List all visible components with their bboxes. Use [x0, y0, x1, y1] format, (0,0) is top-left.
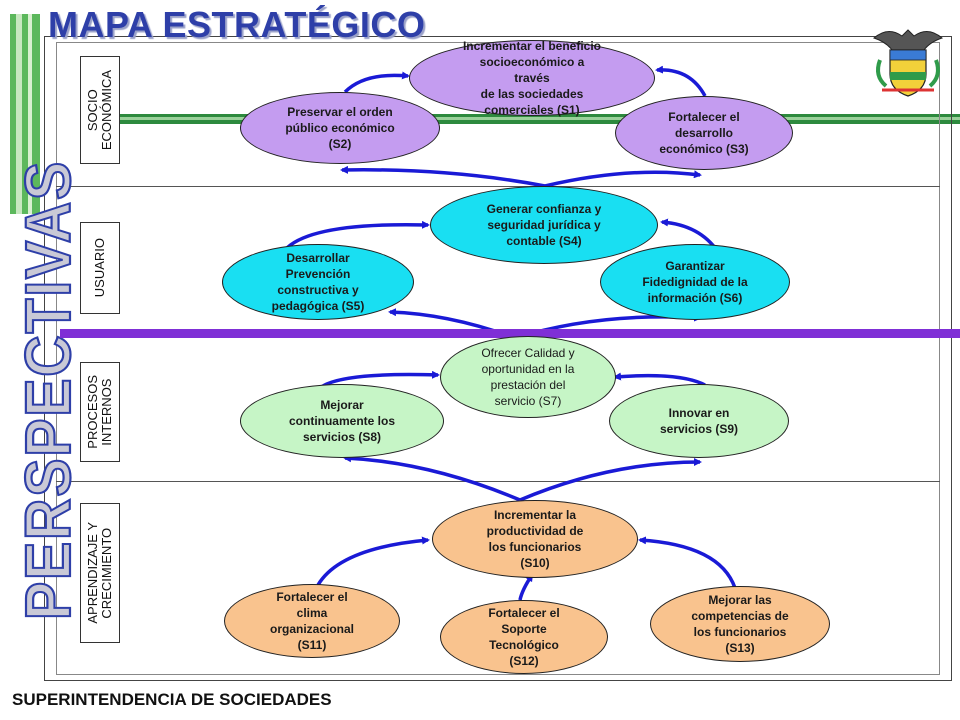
perspective-label-usuario: USUARIO	[80, 222, 120, 314]
objective-s3[interactable]: Fortalecer el desarrollo económico (S3)	[615, 96, 793, 170]
objective-s2-label: Preservar el orden público económico (S2…	[285, 105, 395, 151]
objective-s9-label: Innovar en servicios (S9)	[659, 406, 739, 436]
footer-organization: SUPERINTENDENCIA DE SOCIEDADES	[12, 690, 332, 709]
objective-s5[interactable]: Desarrollar Prevención constructiva y pe…	[222, 244, 414, 320]
objective-s11[interactable]: Fortalecer el clima organizacional (S11)	[224, 584, 400, 658]
perspectivas-text: PERSPECTIVAS	[20, 160, 80, 620]
objective-s8-label: Mejorar continuamente los servicios (S8)	[288, 398, 395, 444]
diagram-frame	[44, 36, 952, 681]
arrow-s4-to-s2	[340, 165, 546, 188]
arrow-s9-to-s7	[613, 372, 706, 387]
arrow-s10-to-s8	[343, 454, 521, 502]
green-band-stripe	[120, 114, 960, 124]
arrow-s5-to-s4	[283, 220, 430, 252]
objective-s6-label: Garantizar Fidedignidad de la informació…	[642, 259, 748, 305]
perspective-label-procesos: PROCESOS INTERNOS	[80, 362, 120, 462]
objective-s10[interactable]: Incrementar la productividad de los func…	[432, 500, 638, 578]
objective-s4-label: Generar confianza y seguridad jurídica y…	[486, 202, 602, 248]
objective-s13-label: Mejorar las competencias de los funciona…	[691, 593, 789, 655]
objective-s8[interactable]: Mejorar continuamente los servicios (S8)	[240, 384, 444, 458]
band-divider-socio	[56, 186, 940, 187]
objective-s12-label: Fortalecer el Soporte Tecnológico (S12)	[488, 606, 560, 668]
objective-s7[interactable]: Ofrecer Calidad y oportunidad en la pres…	[440, 336, 616, 418]
objective-s9[interactable]: Innovar en servicios (S9)	[609, 384, 789, 458]
objective-s4[interactable]: Generar confianza y seguridad jurídica y…	[430, 186, 658, 264]
objective-s12[interactable]: Fortalecer el Soporte Tecnológico (S12)	[440, 600, 608, 674]
arrow-s12-to-s10	[518, 573, 534, 601]
arrow-s13-to-s10	[638, 536, 737, 589]
arrow-s2-to-s1	[343, 71, 410, 94]
objective-s7-label: Ofrecer Calidad y oportunidad en la pres…	[481, 346, 575, 408]
perspective-label-aprendizaje: APRENDIZAJE Y CRECIMIENTO	[80, 503, 120, 643]
band-divider-procesos	[56, 481, 940, 482]
objective-s11-label: Fortalecer el clima organizacional (S11)	[269, 590, 355, 652]
objective-s2[interactable]: Preservar el orden público económico (S2…	[240, 92, 440, 164]
perspective-label-socio: SOCIO ECONÓMICA	[80, 56, 120, 164]
objective-s1-label: Incrementar el beneficio socioeconómico …	[462, 39, 602, 117]
arrow-s3-to-s1	[655, 65, 707, 97]
perspectivas-vertical-title: PERSPECTIVAS	[20, 159, 80, 620]
colombia-coat-of-arms-icon	[873, 29, 943, 97]
page-title: MAPA ESTRATÉGICO	[48, 4, 426, 45]
arrow-s11-to-s10	[316, 536, 430, 586]
green-stripes-decoration	[10, 14, 40, 214]
arrow-s10-to-s9	[519, 458, 702, 502]
objective-s13[interactable]: Mejorar las competencias de los funciona…	[650, 586, 830, 662]
objective-s1[interactable]: Incrementar el beneficio socioeconómico …	[409, 39, 655, 117]
arrow-s4-to-s3	[544, 170, 702, 188]
purple-divider-bar	[60, 329, 960, 338]
objective-s6[interactable]: Garantizar Fidedignidad de la informació…	[600, 244, 790, 320]
objective-s10-label: Incrementar la productividad de los func…	[486, 508, 584, 570]
objective-s3-label: Fortalecer el desarrollo económico (S3)	[659, 110, 749, 156]
objective-s5-label: Desarrollar Prevención constructiva y pe…	[271, 251, 365, 313]
